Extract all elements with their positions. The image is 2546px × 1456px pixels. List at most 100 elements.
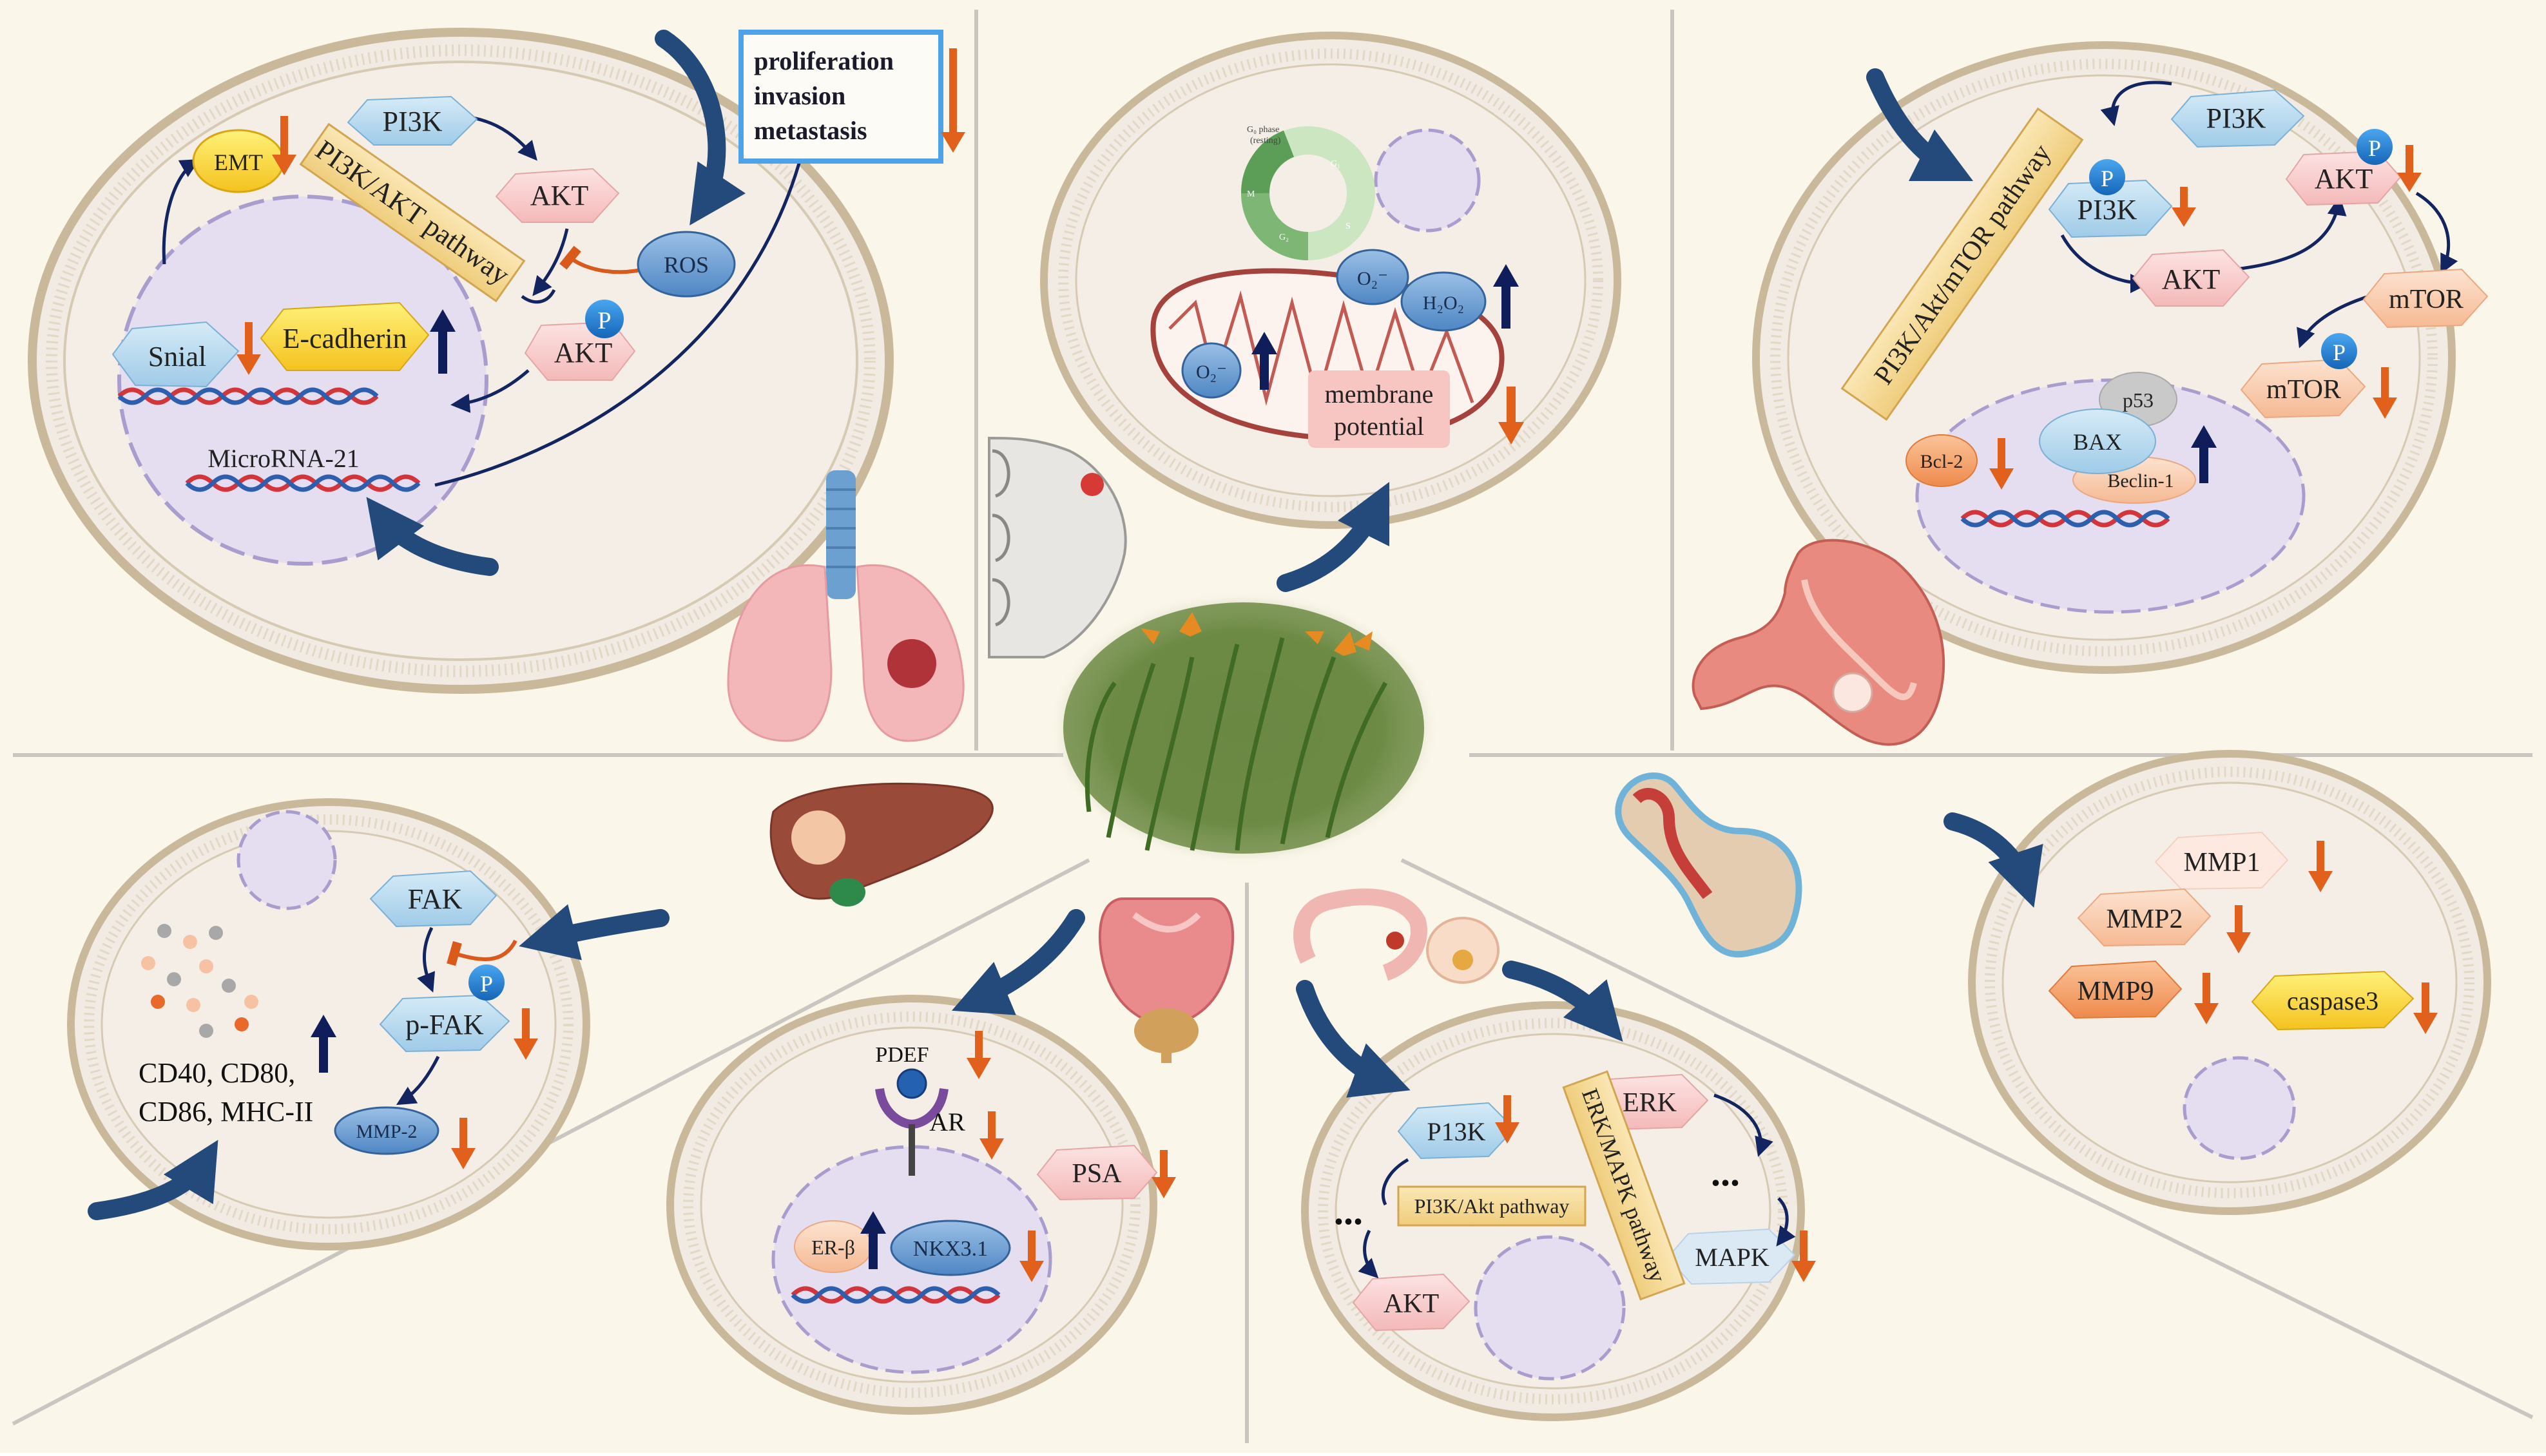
bone-mmp2-label: MMP2 (2106, 905, 2183, 934)
bcl2-badge (1905, 434, 1978, 487)
phospho-icon-mtor (2321, 333, 2357, 369)
ar-receptor-icon (875, 1068, 949, 1176)
lung-organ-icon (727, 470, 965, 742)
bone-cell (1968, 750, 2491, 1215)
pi3k-label: PI3K (383, 106, 443, 137)
nkx-badge (890, 1220, 1011, 1276)
snial-shape (111, 321, 240, 388)
beclin-label: Beclin-1 (2107, 470, 2174, 492)
stomach-pi3k-label: PI3K (2206, 102, 2266, 134)
breast-nucleus (1374, 128, 1481, 233)
bone-indicators (2194, 841, 2438, 1034)
cycle-label-m: M (1247, 189, 1255, 199)
lung-big-arrow-microrna (366, 497, 499, 576)
liver-big-arrow-right (519, 904, 670, 961)
ar-label: AR (929, 1107, 965, 1136)
liver-organ-icon (769, 782, 994, 906)
fak-shape (369, 870, 497, 928)
bcl2-label: Bcl-2 (1920, 451, 1963, 472)
bone-caspase-shape (2251, 970, 2415, 1031)
er-beta-label: ER-β (811, 1236, 855, 1259)
liver-markers-line-1: CD40, CD80, (139, 1057, 295, 1089)
psa-shape (1036, 1144, 1158, 1201)
pdef-label: PDEF (875, 1043, 929, 1067)
phospho-label-pi3k: P (2101, 166, 2114, 191)
microrna-label: MicroRNA-21 (207, 444, 360, 473)
g0-phase-line-1: G₀ phase (1247, 125, 1279, 135)
liver-inhibition-line (447, 939, 517, 966)
colon-organ-icon (1293, 888, 1427, 981)
outcome-line-1: proliferation (754, 46, 894, 75)
outcome-line-2: invasion (754, 81, 845, 110)
colon-nucleus (1474, 1235, 1626, 1381)
bone-big-arrow (1943, 812, 2043, 908)
colon-tumor-icon (1386, 932, 1404, 950)
dna-helix-lung (117, 387, 421, 492)
colon-pi3k-label: P13K (1427, 1117, 1485, 1146)
psa-label: PSA (1072, 1159, 1122, 1189)
phospho-icon-pi3k (2089, 159, 2125, 195)
cycle-label-s: S (1345, 222, 1351, 231)
ecadherin-label: E-cadherin (283, 323, 407, 354)
dna-helix-stomach (1960, 510, 2170, 528)
bone-mmp9-label: MMP9 (2077, 977, 2154, 1006)
membrane-box (1308, 370, 1450, 448)
membrane-line-2: potential (1334, 412, 1424, 441)
liver-nucleus (236, 810, 337, 910)
akt-p-label: AKT (554, 337, 613, 369)
lung-arrows (162, 80, 824, 487)
ros-badge (637, 231, 736, 298)
phospho-label-lung: P (597, 307, 611, 334)
snial-label: Snial (148, 341, 206, 372)
stomach-akt-label: AKT (2162, 263, 2221, 295)
liver-big-arrow-bottom (88, 1140, 218, 1220)
ros-label: ROS (664, 252, 709, 278)
bone-mmp9-shape (2048, 960, 2183, 1019)
h2o2-ball (1400, 271, 1487, 332)
colon-pi3k-shape (1397, 1102, 1516, 1160)
mmp2-liver-badge (334, 1106, 439, 1155)
lung-nucleus (117, 195, 488, 566)
phospho-label-fak: P (480, 971, 493, 997)
h2o2-label: H₂O₂ (1423, 292, 1464, 314)
stomach-akt-p-label: AKT (2315, 163, 2373, 195)
liver-markers-line-2: CD86, MHC-II (139, 1096, 313, 1127)
stomach-pi3k-p-shape (2048, 179, 2173, 238)
stomach-pi3k-p-label: PI3K (2078, 194, 2137, 225)
colon-big-arrow-left (1296, 980, 1411, 1098)
prostate-indicators (860, 1031, 1176, 1282)
phospho-label-mtor: P (2333, 340, 2346, 365)
prostate-organ-icon (1098, 897, 1235, 1063)
stomach-cell (1752, 41, 2456, 674)
colon-indicators (1495, 1095, 1816, 1282)
bone-mmp1-label: MMP1 (2183, 848, 2260, 877)
bone-mmp2-shape (2077, 888, 2212, 947)
prostate-cell (666, 995, 1157, 1415)
pi3k-shape (347, 95, 478, 146)
membrane-line-1: membrane (1325, 379, 1434, 408)
cell-cycle-diagram: G₀ phase (resting) G₁ S G₂ M (1240, 125, 1375, 260)
bone-marrow-core (1452, 950, 1473, 970)
colon-arrows (1358, 1093, 1796, 1279)
outcome-line-3: metastasis (754, 116, 867, 145)
colon-pi3k-pathway-box: PI3K/Akt pathway (1397, 1185, 1586, 1227)
bone-caspase-label: caspase3 (2287, 986, 2378, 1015)
phospho-label-akt: P (2368, 135, 2381, 161)
prostate-big-arrow (951, 909, 1085, 1015)
breast-indicators (1251, 264, 1524, 445)
emt-label: EMT (214, 149, 263, 175)
liver-particles (141, 924, 258, 1038)
colon-akt-label: AKT (1384, 1289, 1439, 1319)
nkx-label: NKX3.1 (913, 1237, 988, 1261)
akt-label: AKT (530, 180, 589, 211)
stomach-organ-icon (1692, 539, 1945, 746)
breast-big-arrow (1277, 481, 1390, 592)
cycle-label-g2: G₂ (1279, 233, 1289, 242)
fak-label: FAK (408, 883, 463, 915)
o2-ball-top (1336, 249, 1409, 305)
breast-organ-icon (988, 436, 1127, 658)
o2-superoxide-label: O₂⁻ (1357, 268, 1388, 289)
colon-mapk-label: MAPK (1695, 1243, 1770, 1272)
